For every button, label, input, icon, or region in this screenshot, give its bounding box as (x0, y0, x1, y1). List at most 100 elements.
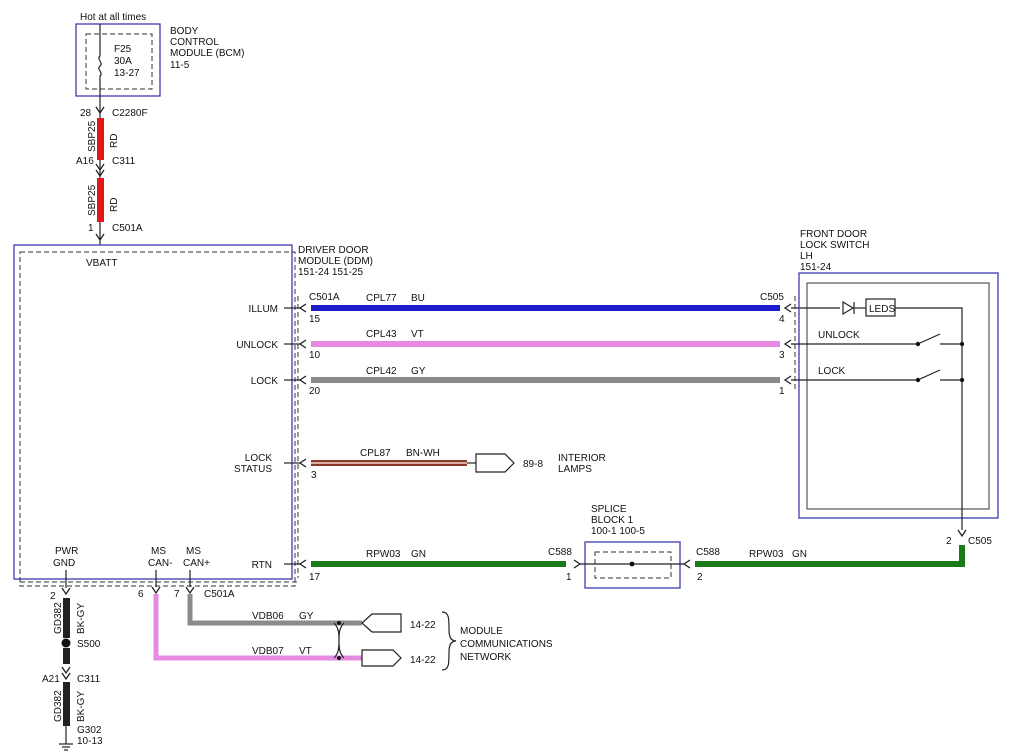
wire-c588-left-pin: 1 (566, 572, 572, 583)
splice-s500-dot-icon (61, 638, 71, 648)
ddm-pin-ms-can-plus-line1: MS (186, 546, 201, 557)
ddm-title-line2: MODULE (DDM) (298, 256, 373, 267)
wire-lock-pin-left: 20 (309, 386, 321, 397)
bcm-title-line1: BODY (170, 26, 199, 37)
wire-cpl42-circuit: CPL42 (366, 366, 397, 377)
c505-bottom-pin: 2 (946, 536, 952, 547)
switch-box (798, 272, 999, 519)
connector-c2280f-icon (95, 106, 105, 115)
wire-rpw03-right-riser (808, 545, 965, 567)
splice-dot-icon (629, 561, 635, 567)
ddm-pin-ms-can-plus-line2: CAN+ (183, 558, 210, 569)
ddm-pin-ms-can-minus-line2: CAN- (148, 558, 172, 569)
wire-unlock-pin-left: 10 (309, 350, 321, 361)
interior-lamps-arrow-icon (475, 453, 515, 473)
interior-lamps-line2: LAMPS (558, 464, 592, 475)
switch-ref: 151-24 (800, 262, 832, 273)
switch-unlock-label: UNLOCK (818, 330, 860, 341)
connector-c501a-power-icon (95, 233, 105, 242)
wire-sbp25-top-circuit: SBP25 (87, 120, 98, 152)
ddm-pin-lock: LOCK (251, 376, 279, 387)
connector-c501a-lock-status-icon (298, 458, 307, 468)
g302-ref: 10-13 (77, 736, 103, 747)
connector-c501a-gnd-icon (61, 587, 71, 596)
vdb06-ref: 14-22 (410, 620, 436, 631)
vdb07-ref: 14-22 (410, 655, 436, 666)
wire-cpl43-color: VT (411, 329, 424, 340)
ddm-pin-lock-status-line2: STATUS (234, 464, 272, 475)
splice-block-dash (594, 551, 672, 579)
wire-gd382-bottom (63, 682, 70, 726)
wire-gd382-mid (63, 648, 70, 664)
ddm-pin-lock-status-line1: LOCK (245, 453, 273, 464)
wire-illum-conn-left: C501A (309, 292, 340, 303)
wire-cpl43 (311, 341, 780, 347)
ddm-pin-rtn: RTN (252, 560, 272, 571)
wire-gd382-top-circuit: GD382 (53, 602, 64, 634)
wire-sbp25-top-color: RD (109, 134, 120, 148)
interior-lamps-ref: 89-8 (523, 459, 543, 470)
led-diode-icon (842, 300, 855, 316)
wire-gd382-bottom-color: BK-GY (76, 691, 87, 722)
switch-inner-box (806, 282, 990, 510)
led-return-line (895, 307, 963, 530)
wire-cpl42-color: GY (411, 366, 426, 377)
bcm-ref: 11-5 (170, 60, 190, 71)
switch-lock-contact-a (915, 377, 921, 383)
wire-gd382-bottom-circuit: GD382 (53, 690, 64, 722)
twisted-pair-dot-bottom (337, 656, 341, 660)
wire-cpl77 (311, 305, 780, 311)
network-conn-name: C501A (204, 589, 235, 600)
wire-c588-left-name: C588 (548, 547, 572, 558)
fuse-symbol-icon (98, 24, 102, 96)
splice-block-line1: SPLICE (591, 504, 627, 515)
wire-cpl77-circuit: CPL77 (366, 293, 397, 304)
bcm-box (75, 23, 161, 97)
ddm-ref: 151-24 151-25 (298, 267, 363, 278)
connector-c501a-rtn-icon (298, 559, 307, 569)
wire-rpw03-left-color: GN (411, 549, 426, 560)
ddm-pin-illum: ILLUM (249, 304, 278, 315)
switch-unlock-blade (919, 333, 941, 344)
c2280f-pin: 28 (80, 108, 92, 119)
c2280f-name: C2280F (112, 108, 148, 119)
wire-sbp25-bottom-circuit: SBP25 (87, 184, 98, 216)
c501a-power-name: C501A (112, 223, 143, 234)
ground-c311-name: C311 (77, 674, 101, 685)
bcm-fuse-dash (85, 33, 153, 90)
twisted-pair-dot-top (337, 621, 341, 625)
wire-rpw03-right-circuit: RPW03 (749, 549, 784, 560)
fuse-rating: 30A (114, 56, 132, 67)
wire-cpl87-color: BN-WH (406, 448, 440, 459)
splice-block-line2: BLOCK 1 (591, 515, 634, 526)
ground-pin-top: 2 (50, 591, 56, 602)
connector-c311-gnd-bottom-icon (61, 672, 71, 681)
connector-c505-unlock-icon (783, 339, 792, 349)
wire-illum-pin-right: 4 (779, 314, 785, 325)
connector-c501a-lock-icon (298, 375, 307, 385)
switch-unlock-contact-a (915, 341, 921, 347)
wire-sbp25-bottom (97, 178, 104, 222)
twisted-pair-icon (333, 622, 345, 659)
splice-block-box (584, 541, 681, 589)
wire-sbp25-top (97, 118, 104, 160)
c505-bottom-name: C505 (968, 536, 992, 547)
ddm-vbatt-label: VBATT (86, 258, 117, 269)
switch-lock-blade (919, 369, 941, 380)
splice-s500-label: S500 (77, 639, 101, 650)
wire-rpw03-left (311, 561, 566, 567)
network-label-line1: MODULE (460, 626, 503, 637)
wire-c588-right-pin: 2 (697, 572, 703, 583)
connector-c311-gnd-top-icon (61, 666, 71, 675)
wire-vdb07-circuit: VDB07 (252, 646, 284, 657)
wire-vdb06-circuit: VDB06 (252, 611, 284, 622)
wire-cpl77-color: BU (411, 293, 425, 304)
ddm-pin-unlock: UNLOCK (236, 340, 278, 351)
connector-c501a-unlock-icon (298, 339, 307, 349)
network-label-line2: COMMUNICATIONS (460, 639, 553, 650)
fuse-id: F25 (114, 44, 132, 55)
ddm-box (13, 244, 293, 580)
ddm-pin-pwr-gnd-line1: PWR (55, 546, 78, 557)
switch-title-line3: LH (800, 251, 813, 262)
c311-pin: A16 (76, 156, 94, 167)
